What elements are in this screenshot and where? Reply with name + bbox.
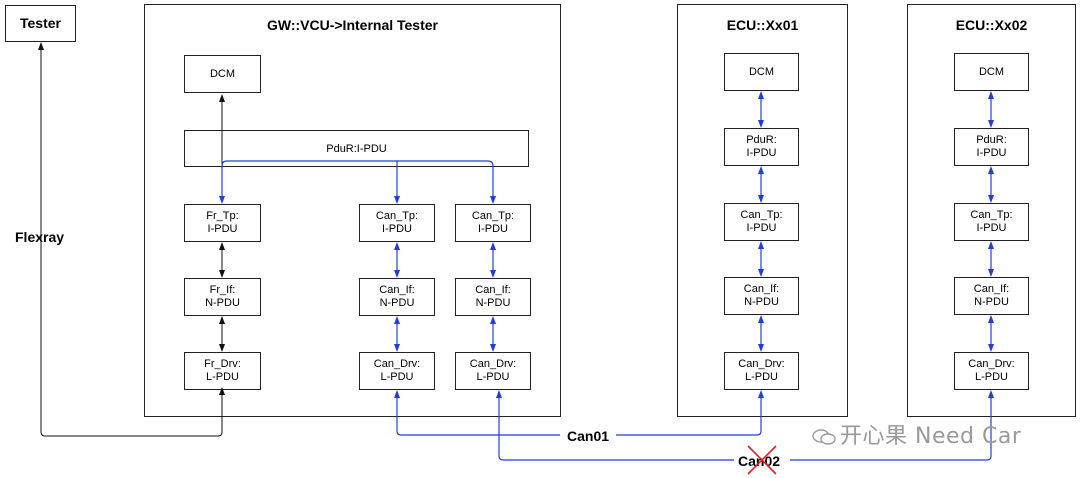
ecu2-can-drv-line2: L-PDU xyxy=(974,371,1008,383)
gw-can-if-1-box: Can_If: N-PDU xyxy=(359,278,435,316)
gw-can-tp-1-line2: I-PDU xyxy=(382,223,412,235)
gw-pdur-label: PduR:I-PDU xyxy=(326,143,387,155)
gw-can-tp-1-box: Can_Tp: I-PDU xyxy=(359,204,435,242)
gw-can-drv-2-line2: L-PDU xyxy=(476,371,510,383)
watermark-text: 开心果 Need Car xyxy=(840,424,1022,449)
gateway-title: GW::VCU->Internal Tester xyxy=(266,17,438,33)
ecu1-frame: ECU::Xx01 xyxy=(677,4,848,417)
ecu1-can-drv-line2: L-PDU xyxy=(744,371,778,383)
gw-routing-link xyxy=(219,160,496,204)
ecu2-can-drv-line1: Can_Drv: xyxy=(968,358,1015,370)
tester-label: Tester xyxy=(20,15,61,31)
gw-can-drv-2-line1: Can_Drv: xyxy=(469,358,517,370)
ecu1-can-drv-box: Can_Drv: L-PDU xyxy=(724,352,799,390)
ecu2-can-if-line1: Can_If: xyxy=(973,283,1010,295)
can02-fault-cross xyxy=(747,445,777,475)
ecu1-can-tp-box: Can_Tp: I-PDU xyxy=(724,203,799,241)
gw-can-if-2-line1: Can_If: xyxy=(475,284,511,296)
gw-can-if-2-line2: N-PDU xyxy=(475,297,511,309)
ecu1-pdur-line2: I-PDU xyxy=(746,147,777,159)
can02-label: Can02 xyxy=(738,453,780,469)
gw-can-tp-2-box: Can_Tp: I-PDU xyxy=(455,204,531,242)
ecu1-can-if-box: Can_If: N-PDU xyxy=(724,277,799,315)
gw-can-if-1-line1: Can_If: xyxy=(379,284,415,296)
ecu2-can-tp-line1: Can_Tp: xyxy=(970,209,1013,221)
watermark: 开心果 Need Car xyxy=(812,418,1021,450)
ecu1-can-if-line1: Can_If: xyxy=(743,283,780,295)
tester-box: Tester xyxy=(5,5,76,42)
ecu2-can-drv-box: Can_Drv: L-PDU xyxy=(954,352,1029,390)
can01-label: Can01 xyxy=(567,428,609,444)
wechat-icon xyxy=(812,429,836,445)
gw-can-drv-1-box: Can_Drv: L-PDU xyxy=(359,352,435,390)
gw-can-tp-2-line1: Can_Tp: xyxy=(471,210,515,222)
gw-can-drv-2-box: Can_Drv: L-PDU xyxy=(455,352,531,390)
gw-can-if-2-box: Can_If: N-PDU xyxy=(455,278,531,316)
ecu2-pdur-line2: I-PDU xyxy=(976,147,1007,159)
ecu2-can-if-box: Can_If: N-PDU xyxy=(954,277,1029,315)
ecu2-can-if-line2: N-PDU xyxy=(974,296,1009,308)
ecu2-can-tp-box: Can_Tp: I-PDU xyxy=(954,203,1029,241)
ecu1-can-tp-line2: I-PDU xyxy=(746,222,777,234)
ecu1-can-tp-line1: Can_Tp: xyxy=(740,209,783,221)
ecu2-title: ECU::Xx02 xyxy=(955,17,1028,33)
ecu1-pdur-box: PduR: I-PDU xyxy=(724,128,799,166)
gw-can-if-1-line2: N-PDU xyxy=(379,297,415,309)
ecu2-dcm-box: DCM xyxy=(954,53,1029,91)
gw-can-tp-1-line1: Can_Tp: xyxy=(375,210,419,222)
gw-can-drv-1-line2: L-PDU xyxy=(380,371,414,383)
ecu1-dcm-label: DCM xyxy=(748,65,775,78)
gw-can-tp-2-line2: I-PDU xyxy=(478,223,508,235)
ecu1-pdur-line1: PduR: xyxy=(746,134,777,146)
ecu2-pdur-line1: PduR: xyxy=(976,134,1007,146)
ecu1-title: ECU::Xx01 xyxy=(726,17,799,33)
ecu2-dcm-label: DCM xyxy=(978,65,1005,78)
flexray-link xyxy=(38,42,225,437)
ecu1-can-drv-line1: Can_Drv: xyxy=(738,358,785,370)
gw-can-drv-1-line1: Can_Drv: xyxy=(373,358,421,370)
ecu1-can-if-line2: N-PDU xyxy=(744,296,779,308)
ecu2-pdur-box: PduR: I-PDU xyxy=(954,128,1029,166)
ecu2-can-tp-line2: I-PDU xyxy=(976,222,1007,234)
ecu1-dcm-box: DCM xyxy=(724,53,799,91)
